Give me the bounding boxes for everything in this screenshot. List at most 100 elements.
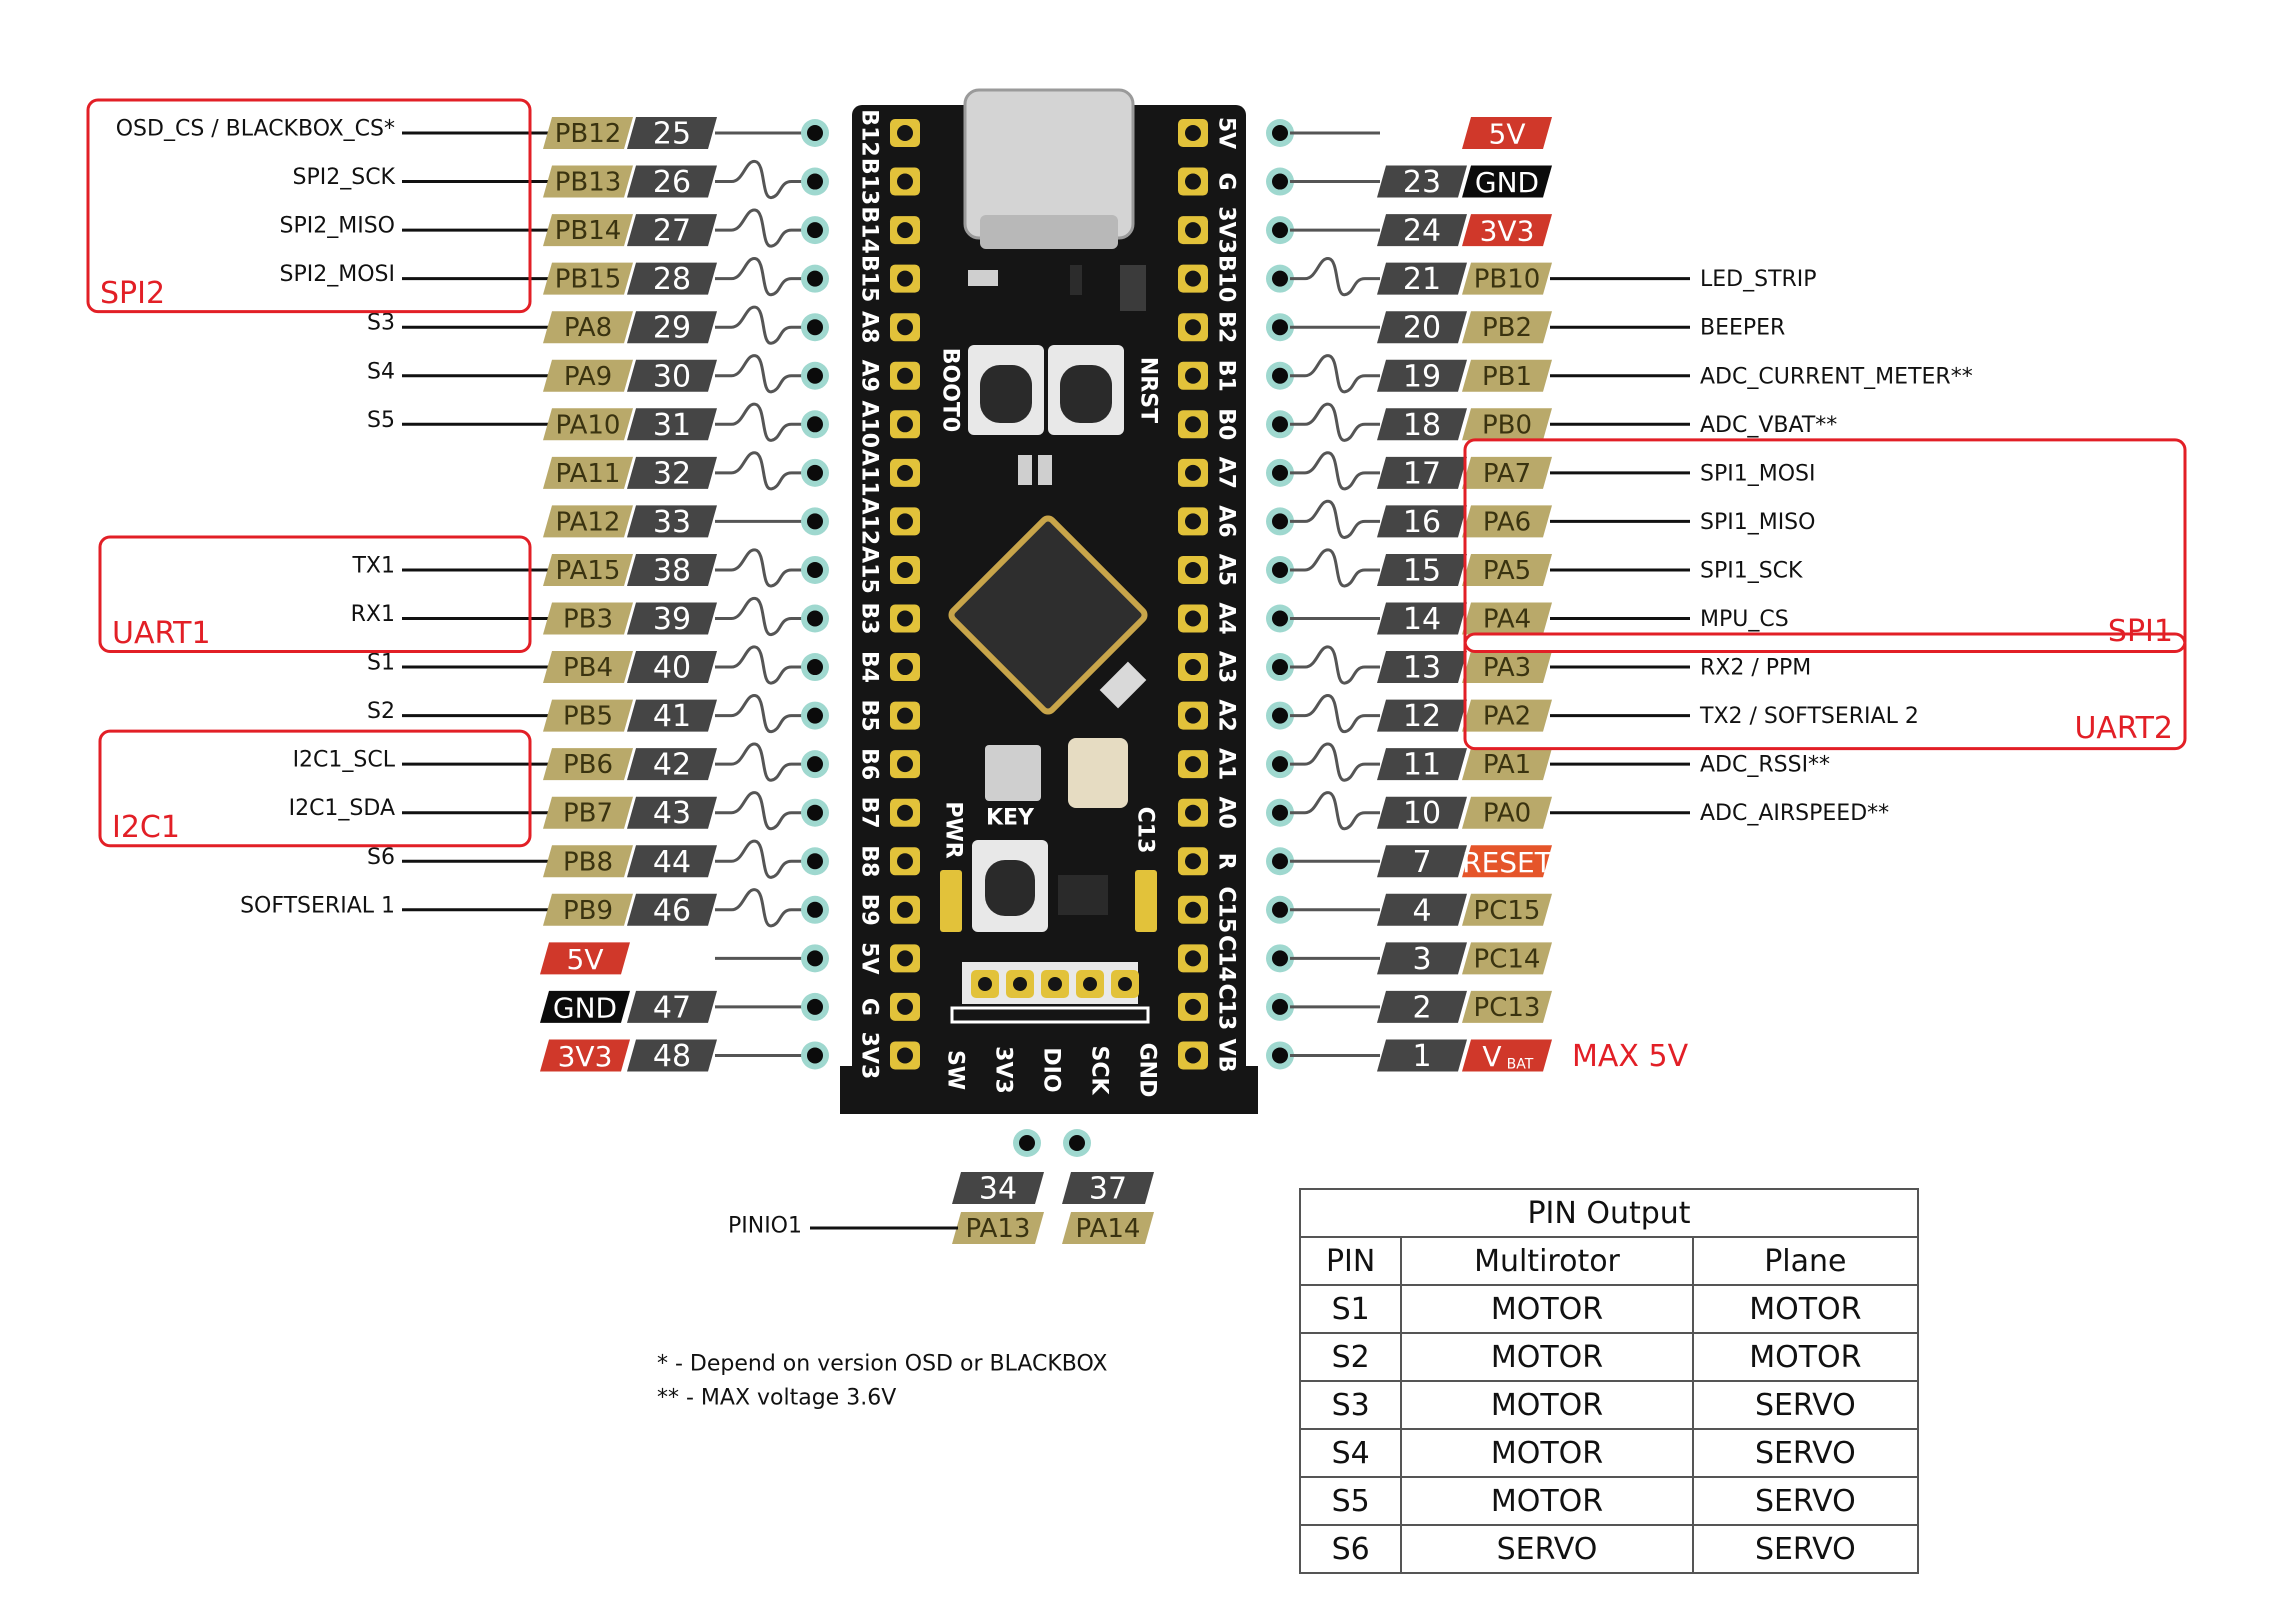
pin-function-label: PINIO1 bbox=[728, 1214, 802, 1239]
pin-number: 34 bbox=[979, 1172, 1017, 1207]
header-hole bbox=[897, 707, 913, 724]
group-label: SPI2 bbox=[100, 276, 165, 311]
pin-dot bbox=[1272, 804, 1288, 821]
pin-number-tag bbox=[627, 117, 717, 149]
swd-label: DIO bbox=[1039, 1047, 1064, 1092]
crystal bbox=[985, 745, 1041, 801]
port-label: PB8 bbox=[563, 847, 613, 877]
pin-number-tag bbox=[1377, 602, 1467, 635]
header-hole bbox=[1185, 464, 1201, 481]
header-hole bbox=[897, 853, 913, 870]
silk-label: VB bbox=[1214, 1039, 1239, 1073]
signal-trace bbox=[715, 888, 808, 928]
power-tag bbox=[540, 1039, 630, 1072]
power-label: GND bbox=[553, 991, 617, 1024]
pin-number-tag bbox=[627, 651, 717, 684]
table-cell: MOTOR bbox=[1691, 1332, 1920, 1382]
pin-number: 42 bbox=[653, 748, 691, 783]
header-hole bbox=[1185, 756, 1201, 773]
pin-dot bbox=[1272, 950, 1288, 967]
table-header-plane: Plane bbox=[1691, 1236, 1920, 1286]
pin-function-label: S3 bbox=[367, 311, 395, 336]
pin-dot bbox=[807, 125, 823, 141]
pin-function-label: S6 bbox=[367, 845, 395, 870]
power-tag bbox=[1462, 845, 1552, 878]
pin-dot bbox=[807, 707, 823, 724]
pin-number-tag bbox=[1377, 359, 1467, 392]
signal-trace bbox=[1290, 354, 1380, 394]
signal-trace bbox=[1290, 645, 1380, 685]
signal-trace bbox=[1290, 257, 1380, 297]
table-cell: S2 bbox=[1298, 1332, 1403, 1382]
signal-trace bbox=[1290, 742, 1380, 782]
pin-number-tag bbox=[1377, 893, 1467, 926]
header-hole bbox=[897, 416, 913, 433]
pin-dot bbox=[807, 270, 823, 287]
silk-label: A12 bbox=[857, 498, 882, 546]
signal-trace bbox=[1290, 548, 1380, 588]
pin-number-tag bbox=[1377, 262, 1467, 295]
pin-number: 21 bbox=[1403, 262, 1441, 297]
table-cell: MOTOR bbox=[1400, 1284, 1694, 1334]
pin-function-label: S1 bbox=[367, 651, 395, 676]
port-tag bbox=[1462, 505, 1552, 538]
pin-number-tag bbox=[627, 748, 717, 781]
header-hole bbox=[897, 464, 913, 481]
pin-function-label: SPI2_MOSI bbox=[280, 262, 395, 287]
port-label: PA11 bbox=[556, 459, 621, 489]
port-tag bbox=[1462, 651, 1552, 684]
pin-dot bbox=[1272, 513, 1288, 530]
silk-label: B9 bbox=[857, 894, 882, 926]
port-label: PA10 bbox=[556, 410, 621, 440]
power-label-sub: BAT bbox=[1507, 1056, 1534, 1072]
pin-number-tag bbox=[1377, 990, 1467, 1023]
header-hole bbox=[1185, 998, 1201, 1015]
header-hole bbox=[897, 756, 913, 773]
pin-dot bbox=[1272, 1047, 1288, 1064]
footnotes: * - Depend on version OSD or BLACKBOX** … bbox=[657, 1352, 1107, 1411]
silk-label: G bbox=[1214, 173, 1239, 191]
silk-label: A10 bbox=[857, 400, 882, 448]
port-tag bbox=[543, 165, 633, 198]
pin-function-label: OSD_CS / BLACKBOX_CS* bbox=[116, 117, 395, 142]
signal-trace bbox=[715, 839, 808, 879]
pin-number: 13 bbox=[1403, 651, 1441, 686]
port-label: PC13 bbox=[1474, 993, 1541, 1023]
port-tag bbox=[543, 651, 633, 684]
pin-number: 39 bbox=[653, 602, 691, 637]
signal-trace bbox=[715, 451, 808, 491]
silk-label: 5V bbox=[1214, 117, 1239, 149]
silk-label: C13 bbox=[1214, 984, 1239, 1031]
pin-dot bbox=[807, 1047, 823, 1064]
pin-function-label: RX2 / PPM bbox=[1700, 656, 1811, 681]
pin-function-label: BEEPER bbox=[1700, 316, 1785, 341]
pin-function-label: LED_STRIP bbox=[1700, 267, 1817, 292]
pin-number-tag bbox=[1377, 165, 1467, 198]
vbat-max-note: MAX 5V bbox=[1572, 1039, 1689, 1074]
pin-number: 43 bbox=[653, 796, 691, 831]
port-tag bbox=[543, 893, 633, 926]
pin-function-label: SOFTSERIAL 1 bbox=[240, 893, 395, 918]
pin-number: 46 bbox=[653, 893, 691, 928]
silk-label: A7 bbox=[1214, 457, 1239, 489]
pin-dot bbox=[807, 998, 823, 1015]
pin-number: 29 bbox=[653, 311, 691, 346]
signal-trace bbox=[715, 645, 808, 685]
port-tag bbox=[543, 262, 633, 295]
silk-label: B3 bbox=[857, 602, 882, 634]
header-hole bbox=[1185, 853, 1201, 870]
header-hole bbox=[1185, 125, 1201, 141]
pin-dot bbox=[1272, 756, 1288, 773]
